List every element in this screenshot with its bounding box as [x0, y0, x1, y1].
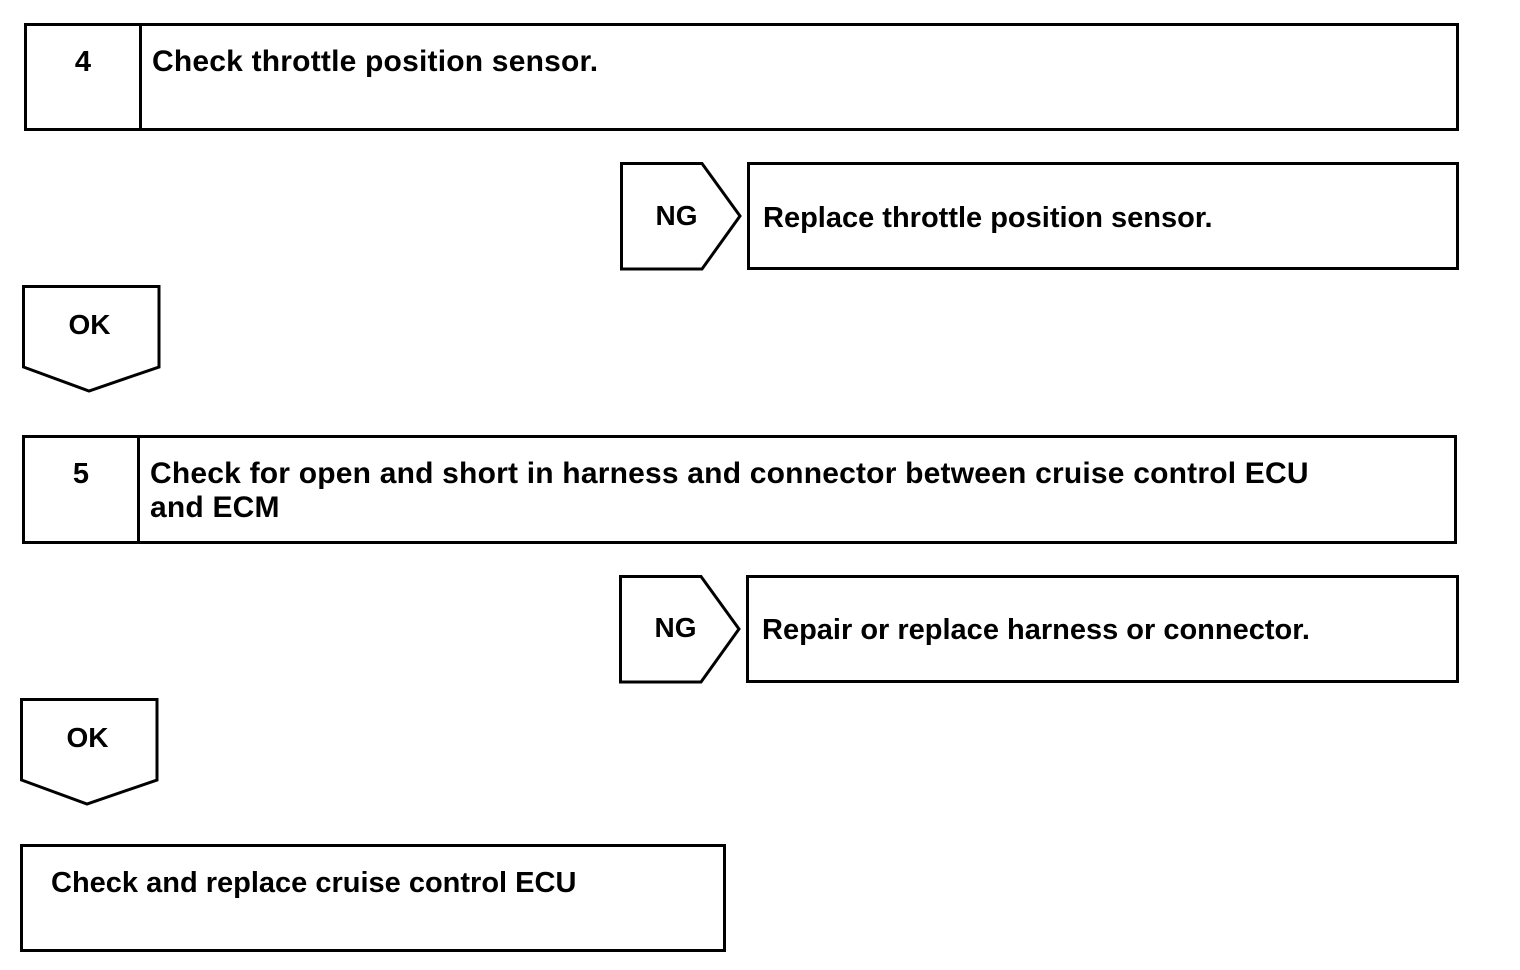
step-5-ok-arrow: OK — [20, 698, 160, 808]
step-5-box: 5 Check for open and short in harness an… — [22, 435, 1457, 544]
step-5-ng-result-box: Repair or replace harness or connector. — [746, 575, 1459, 683]
step-4-ok-arrow-shape — [22, 285, 161, 393]
step-5-text-line-2: and ECM — [150, 491, 280, 524]
step-5-number-cell: 5 — [25, 438, 140, 541]
final-action-text: Check and replace cruise control ECU — [51, 867, 577, 899]
step-5-ng-result-text: Repair or replace harness or connector. — [762, 614, 1310, 646]
step-4-ng-result-text: Replace throttle position sensor. — [763, 202, 1213, 234]
step-5-ok-arrow-shape — [20, 698, 159, 806]
step-4-ng-result-box: Replace throttle position sensor. — [747, 162, 1459, 270]
step-4-text: Check throttle position sensor. — [152, 45, 599, 78]
step-4-number: 4 — [74, 46, 92, 78]
step-5-ng-label: NG — [654, 612, 697, 643]
step-4-number-cell: 4 — [27, 26, 142, 128]
step-4-ok-arrow: OK — [22, 285, 162, 395]
step-5-ng-arrow: NG — [619, 575, 744, 685]
step-5-ok-label: OK — [66, 722, 109, 753]
step-4-ng-arrow: NG — [620, 162, 745, 272]
final-action-box: Check and replace cruise control ECU — [20, 844, 726, 952]
step-5-text-line-1: Check for open and short in harness and … — [150, 457, 1309, 490]
step-4-ng-arrow-shape — [620, 162, 742, 271]
step-4-ng-label: NG — [655, 200, 698, 231]
step-4-box: 4 Check throttle position sensor. — [24, 23, 1459, 131]
step-4-ok-label: OK — [68, 309, 111, 340]
step-5-number: 5 — [72, 458, 90, 490]
step-5-ng-arrow-shape — [619, 575, 741, 684]
step-5-text: Check for open and short in harness and … — [150, 457, 1309, 525]
